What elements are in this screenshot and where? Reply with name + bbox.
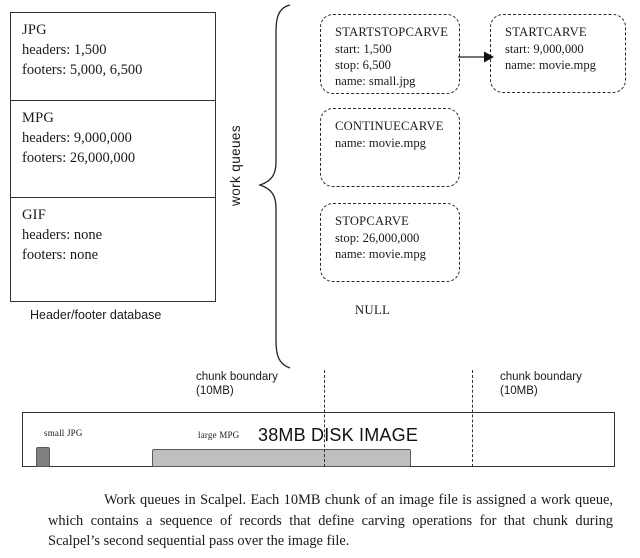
- record-startcarve: STARTCARVE start: 9,000,000 name: movie.…: [490, 14, 626, 93]
- db-row-footers: footers: none: [22, 247, 99, 263]
- record-op: STARTSTOPCARVE: [335, 25, 449, 39]
- db-row-type: GIF: [22, 207, 46, 223]
- table-row: MPG headers: 9,000,000 footers: 26,000,0…: [11, 100, 215, 197]
- record-startstopcarve: STARTSTOPCARVE start: 1,500 stop: 6,500 …: [320, 14, 460, 94]
- null-label: NULL: [355, 303, 391, 317]
- chunk-boundary-size: (10MB): [500, 385, 538, 397]
- disk-block-label-small-jpg: small JPG: [44, 428, 83, 438]
- db-row-type: MPG: [22, 110, 55, 126]
- db-row-headers: headers: 1,500: [22, 42, 107, 58]
- record-field: start: 9,000,000: [505, 42, 584, 56]
- record-field: name: movie.mpg: [335, 136, 426, 150]
- chunk-boundary-label-2: chunk boundary (10MB): [500, 370, 582, 398]
- figure-caption: Work queues in Scalpel. Each 10MB chunk …: [48, 492, 613, 549]
- record-op: CONTINUECARVE: [335, 119, 444, 133]
- record-field: stop: 26,000,000: [335, 231, 420, 245]
- chunk-boundary-line-2: [472, 370, 473, 467]
- record-continuecarve: CONTINUECARVE name: movie.mpg: [320, 108, 460, 187]
- record-field: start: 1,500: [335, 42, 392, 56]
- db-row-headers: headers: 9,000,000: [22, 130, 132, 146]
- db-row-headers: headers: none: [22, 227, 103, 243]
- disk-image-bar: [22, 412, 615, 467]
- chunk-boundary-text: chunk boundary: [196, 371, 278, 383]
- disk-block-large-mpg: [152, 449, 411, 467]
- record-field: name: movie.mpg: [505, 58, 596, 72]
- chunk-boundary-text: chunk boundary: [500, 371, 582, 383]
- db-row-type: JPG: [22, 22, 47, 38]
- record-field: name: small.jpg: [335, 74, 416, 88]
- disk-block-label-large-mpg: large MPG: [198, 430, 240, 440]
- arrow-right-icon: [458, 51, 494, 63]
- curly-brace-icon: [258, 4, 291, 369]
- record-op: STARTCARVE: [505, 25, 587, 39]
- chunk-boundary-label-1: chunk boundary (10MB): [196, 370, 278, 398]
- record-field: stop: 6,500: [335, 58, 391, 72]
- db-row-footers: footers: 26,000,000: [22, 150, 136, 166]
- chunk-boundary-size: (10MB): [196, 385, 234, 397]
- record-field: name: movie.mpg: [335, 247, 426, 261]
- table-row: JPG headers: 1,500 footers: 5,000, 6,500: [11, 13, 215, 100]
- header-footer-database-table: JPG headers: 1,500 footers: 5,000, 6,500…: [10, 12, 216, 302]
- record-stopcarve: STOPCARVE stop: 26,000,000 name: movie.m…: [320, 203, 460, 282]
- db-row-footers: footers: 5,000, 6,500: [22, 62, 143, 78]
- disk-image-title: 38MB DISK IMAGE: [258, 425, 419, 445]
- database-caption: Header/footer database: [30, 308, 162, 322]
- table-row: GIF headers: none footers: none: [11, 197, 215, 301]
- chunk-boundary-line-1: [324, 370, 325, 467]
- work-queues-label: work queues: [228, 125, 243, 206]
- disk-block-small-jpg: [36, 447, 50, 467]
- record-op: STOPCARVE: [335, 214, 410, 228]
